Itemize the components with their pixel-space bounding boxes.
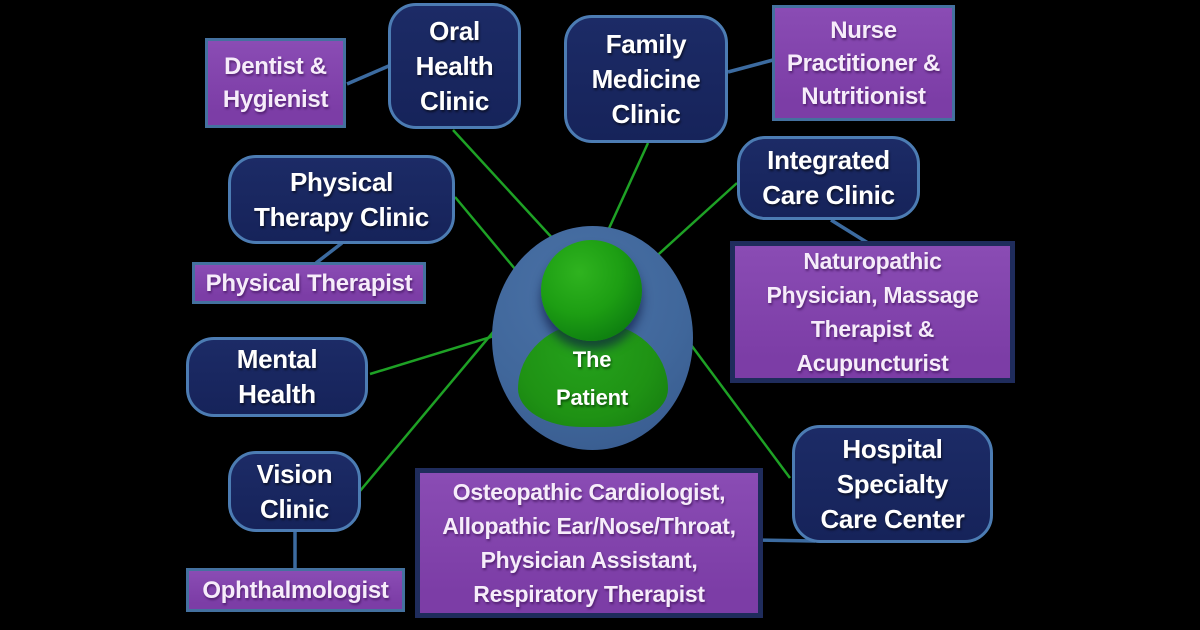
link-integrated-naturopathic — [830, 218, 869, 245]
link-family-nurse — [727, 58, 774, 74]
node-oral-health-clinic: Oral Health Clinic — [388, 3, 521, 129]
patient-center-label: The Patient — [556, 347, 628, 410]
link-physio-clinic-therapist — [314, 241, 344, 265]
node-dentist-hygienist: Dentist & Hygienist — [205, 38, 346, 128]
node-osteopathic-allopathic-team: Osteopathic Cardiologist, Allopathic Ear… — [415, 468, 763, 618]
patient-figure-head-icon — [541, 240, 642, 341]
node-physical-therapist: Physical Therapist — [192, 262, 426, 304]
node-mental-health: Mental Health — [186, 337, 368, 417]
node-naturopathic-massage-acupuncturist: Naturopathic Physician, Massage Therapis… — [730, 241, 1015, 383]
node-physical-therapy-clinic: Physical Therapy Clinic — [228, 155, 455, 244]
link-dentist-oral — [346, 63, 392, 86]
link-osteopathic-hospital — [757, 538, 816, 543]
node-hospital-specialty-care-center: Hospital Specialty Care Center — [792, 425, 993, 543]
node-ophthalmologist: Ophthalmologist — [186, 568, 405, 612]
node-nurse-practitioner-nutritionist: Nurse Practitioner & Nutritionist — [772, 5, 955, 121]
node-vision-clinic: Vision Clinic — [228, 451, 361, 532]
link-patient-hospital — [678, 329, 792, 479]
node-family-medicine-clinic: Family Medicine Clinic — [564, 15, 728, 143]
node-integrated-care-clinic: Integrated Care Clinic — [737, 136, 920, 220]
